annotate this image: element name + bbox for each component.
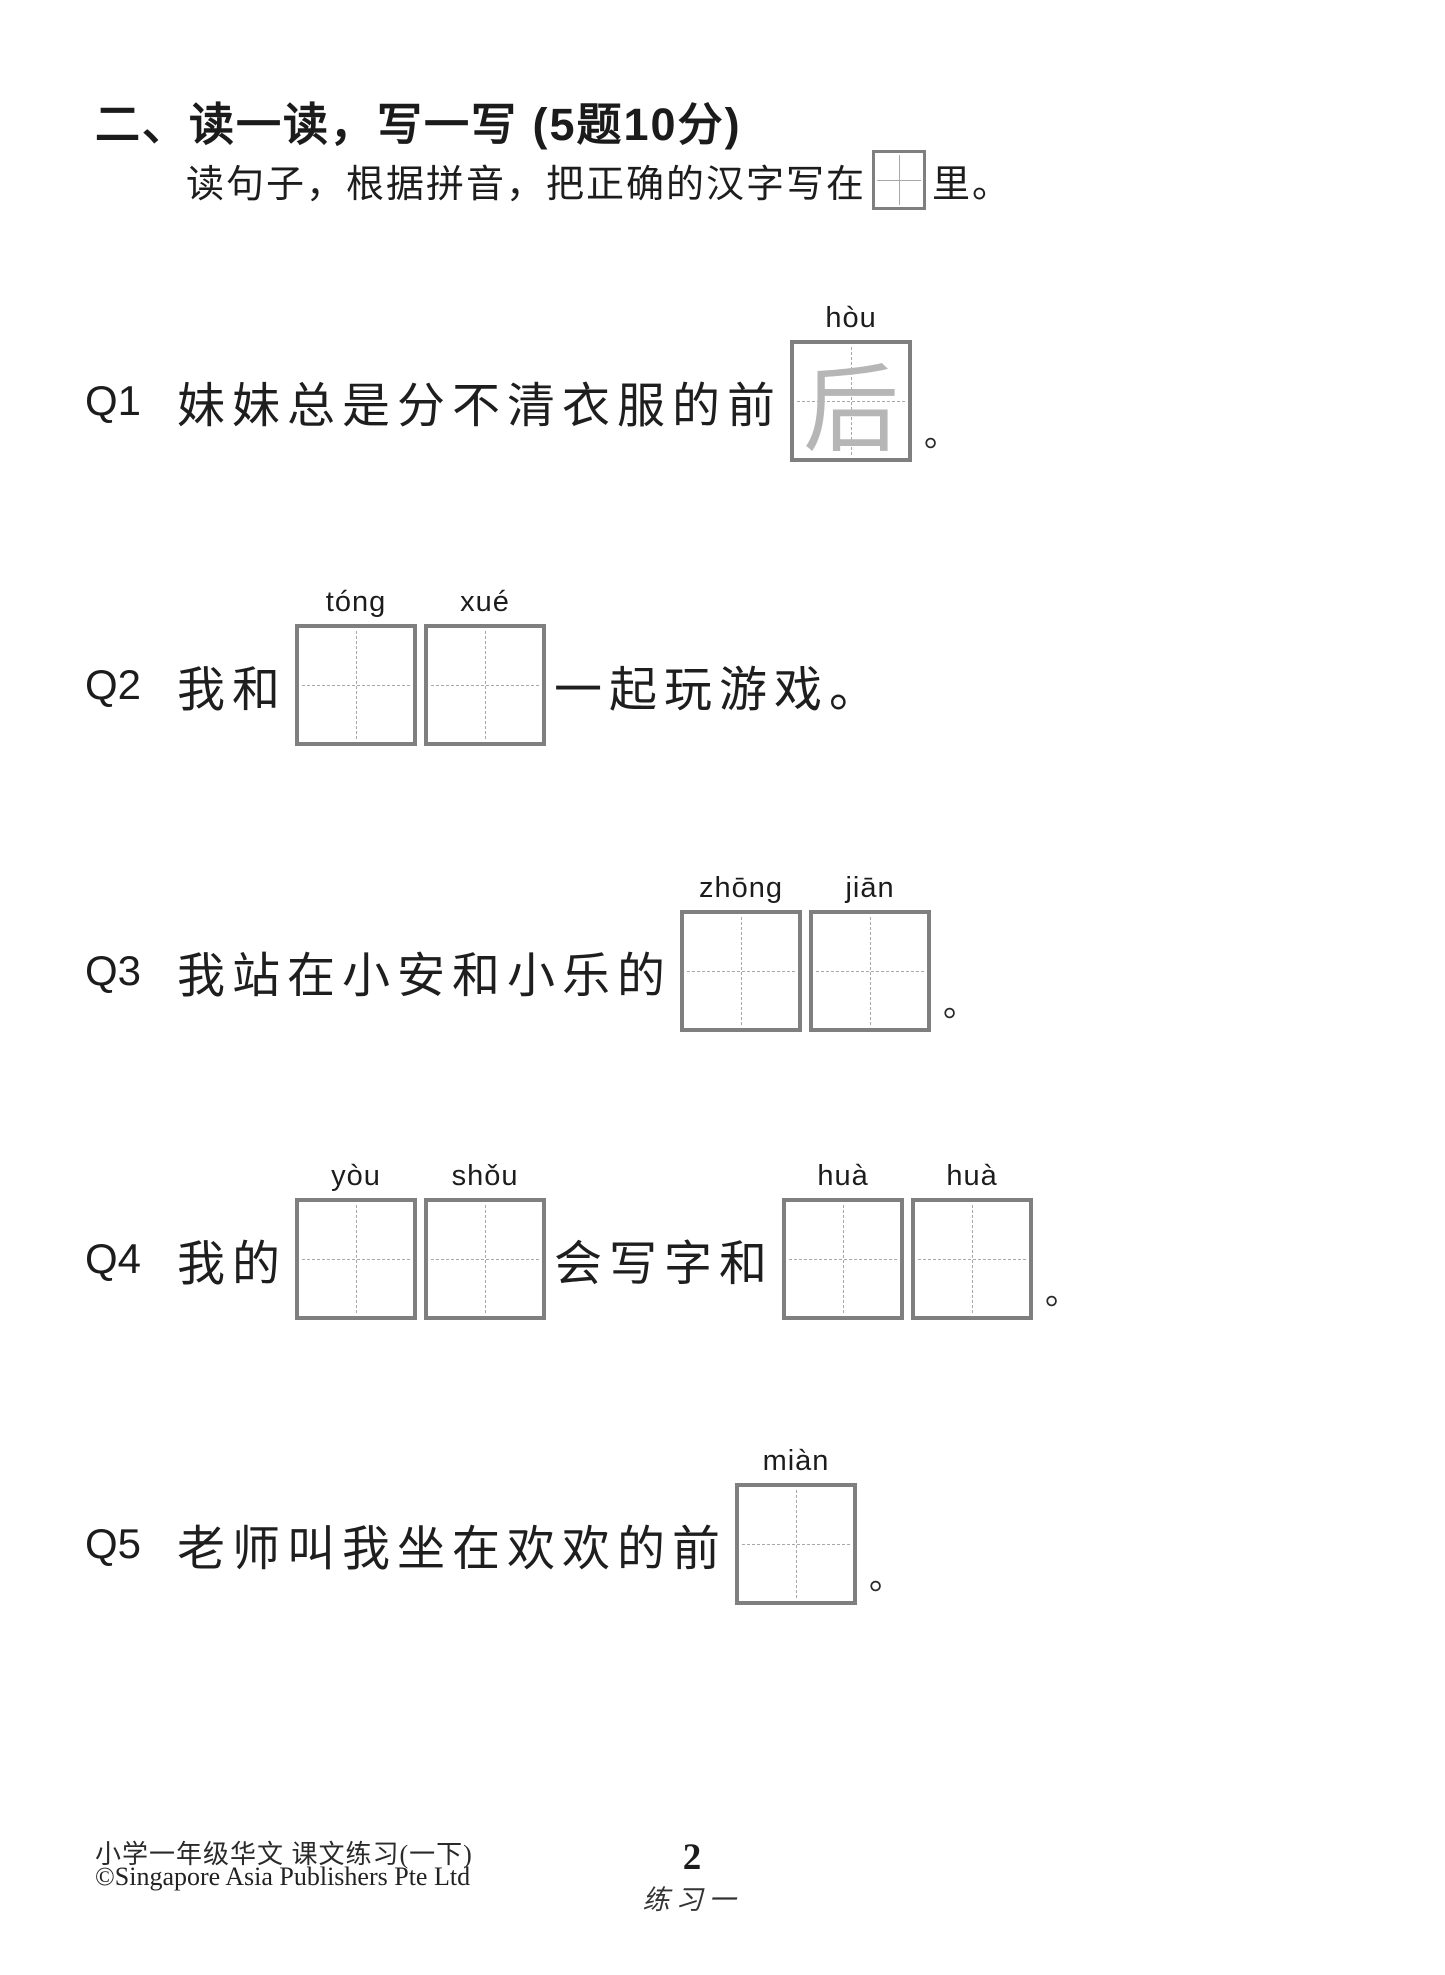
section-title: 二、读一读，写一写 (5题10分) xyxy=(95,99,742,150)
question-text: 我的 xyxy=(177,1238,288,1291)
answer-box[interactable]: huà xyxy=(782,1160,905,1320)
pinyin-label: xué xyxy=(460,586,510,618)
instructions-text-after: 里。 xyxy=(932,163,1013,206)
guide-line-vertical xyxy=(356,1205,358,1313)
guide-line-vertical xyxy=(870,917,872,1025)
question-row: Q3 我站在小安和小乐的 zhōng jiān 。 xyxy=(85,872,978,1032)
instructions: 读句子，根据拼音，把正确的汉字写在 里。 xyxy=(186,150,1012,210)
footer-exercise-label: 练习一 xyxy=(642,1885,742,1915)
guide-line-vertical xyxy=(972,1205,974,1313)
answer-box[interactable]: zhōng xyxy=(680,872,803,1032)
period-mark: 。 xyxy=(869,1560,904,1597)
guide-line-vertical xyxy=(843,1205,845,1313)
guide-line-vertical xyxy=(851,347,853,455)
period-mark: 。 xyxy=(924,417,959,454)
question-text: 老师叫我坐在欢欢的前 xyxy=(177,1523,728,1576)
guide-line-vertical xyxy=(485,1205,487,1313)
question-label: Q2 xyxy=(85,661,142,708)
guide-line-vertical xyxy=(796,1490,798,1598)
answer-box[interactable]: jiān xyxy=(809,872,932,1032)
question-text: 我站在小安和小乐的 xyxy=(177,950,673,1003)
question-text: 会写字和 xyxy=(554,1238,775,1291)
period-mark: 。 xyxy=(943,987,978,1024)
guide-line-vertical xyxy=(356,631,358,739)
page-number: 2 xyxy=(682,1837,702,1878)
answer-box-group: huà huà xyxy=(782,1160,1034,1320)
answer-box-group: hòu 后 xyxy=(790,302,913,464)
answer-box[interactable]: shǒu xyxy=(424,1160,547,1320)
question-label: Q4 xyxy=(85,1235,142,1282)
traced-answer-char: 后 xyxy=(803,356,900,464)
pinyin-label: jiān xyxy=(845,872,895,904)
question-label: Q1 xyxy=(85,377,142,424)
answer-box-group: zhōng jiān xyxy=(680,872,932,1032)
answer-box-group: miàn xyxy=(735,1445,858,1605)
answer-box-group: tóng xué xyxy=(295,586,547,746)
question-text: 一起玩游戏。 xyxy=(554,664,885,717)
guide-line-vertical xyxy=(899,155,901,205)
question-row: Q1 妹妹总是分不清衣服的前 hòu 后。 xyxy=(85,302,959,464)
pinyin-label: yòu xyxy=(331,1160,381,1192)
question-label: Q5 xyxy=(85,1520,142,1567)
pinyin-label: huà xyxy=(817,1160,869,1192)
pinyin-label: miàn xyxy=(762,1445,830,1477)
question-row: Q4 我的 yòu shǒu 会写字和 huà huà 。 xyxy=(85,1160,1080,1320)
instructions-text-before: 读句子，根据拼音，把正确的汉字写在 xyxy=(186,163,867,206)
question-label: Q3 xyxy=(85,947,142,994)
question-row: Q2 我和 tóng xué 一起玩游戏。 xyxy=(85,586,885,746)
footer-book-title: 小学一年级华文 课文练习(一下) xyxy=(95,1840,473,1869)
period-mark: 。 xyxy=(1045,1275,1080,1312)
answer-box-group: yòu shǒu xyxy=(295,1160,547,1320)
footer-copyright: ©Singapore Asia Publishers Pte Ltd xyxy=(95,1862,471,1891)
answer-box[interactable]: huà xyxy=(911,1160,1034,1320)
pinyin-label: tóng xyxy=(325,586,387,618)
question-text: 我和 xyxy=(177,664,288,717)
answer-box[interactable]: xué xyxy=(424,586,547,746)
guide-line-vertical xyxy=(485,631,487,739)
pinyin-label: zhōng xyxy=(699,872,784,904)
question-text: 妹妹总是分不清衣服的前 xyxy=(177,380,783,433)
answer-box[interactable]: yòu xyxy=(295,1160,418,1320)
question-row: Q5 老师叫我坐在欢欢的前 miàn 。 xyxy=(85,1445,904,1605)
pinyin-label: huà xyxy=(946,1160,998,1192)
guide-line-vertical xyxy=(741,917,743,1025)
answer-box[interactable]: miàn xyxy=(735,1445,858,1605)
answer-box[interactable]: tóng xyxy=(295,586,418,746)
mini-answer-box xyxy=(872,150,927,210)
answer-box[interactable]: hòu 后 xyxy=(790,302,913,464)
pinyin-label: shǒu xyxy=(451,1160,519,1192)
pinyin-label: hòu xyxy=(825,302,877,334)
